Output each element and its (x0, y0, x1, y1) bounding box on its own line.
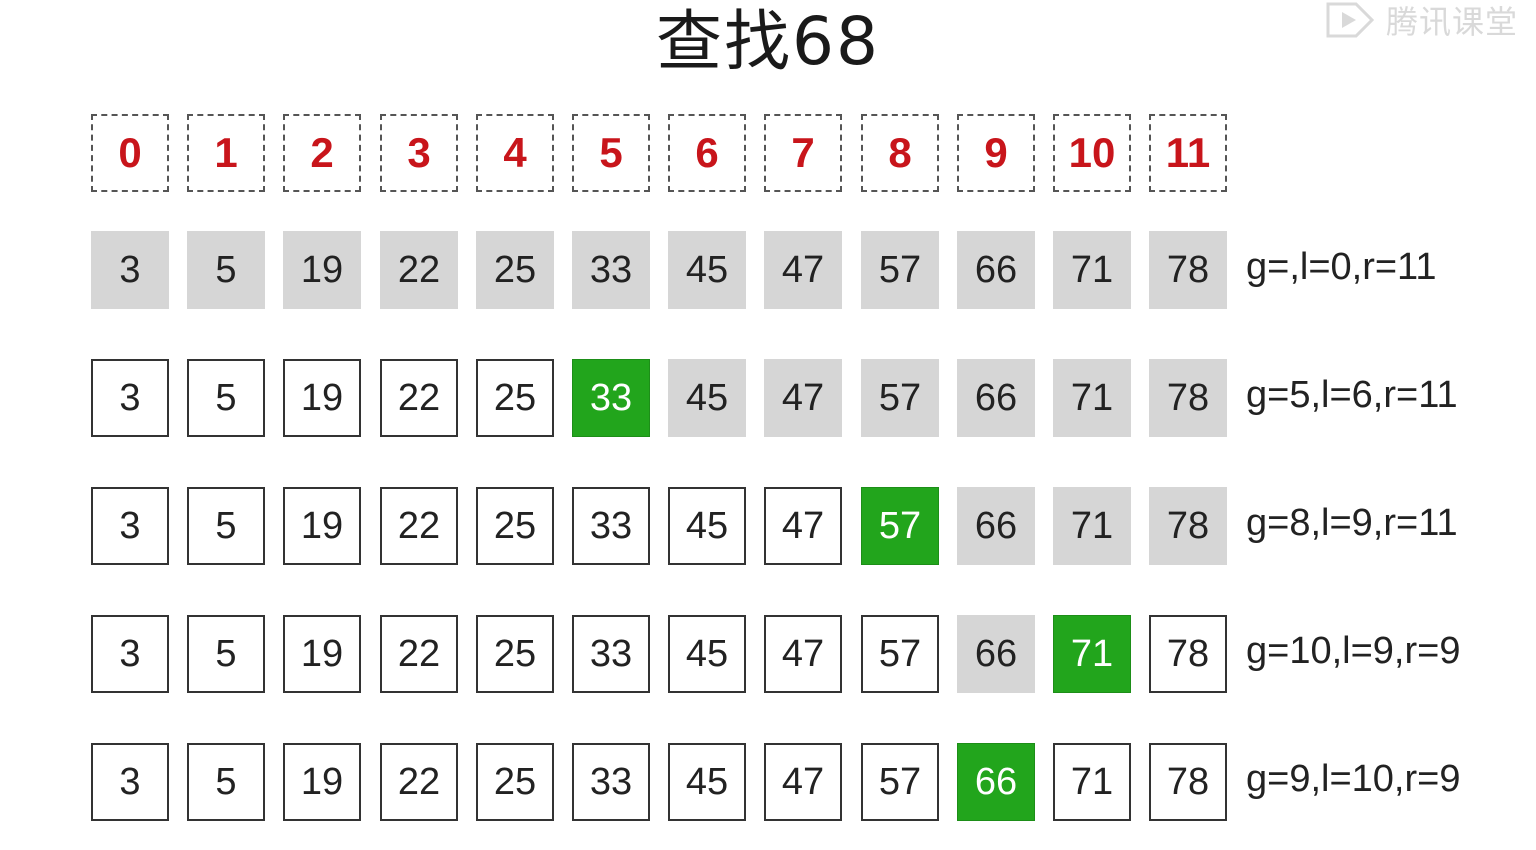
value-cell-2: 19 (283, 231, 361, 309)
index-cell-10: 10 (1053, 114, 1131, 192)
step-status-label: g=10,l=9,r=9 (1246, 629, 1461, 672)
value-cell-0: 3 (91, 359, 169, 437)
index-cell-9: 9 (957, 114, 1035, 192)
value-cell-9: 66 (957, 231, 1035, 309)
value-cell-3: 22 (380, 487, 458, 565)
value-cell-6: 45 (668, 487, 746, 565)
value-cell-7: 47 (764, 359, 842, 437)
value-cell-8: 57 (861, 359, 939, 437)
value-cell-7: 47 (764, 615, 842, 693)
value-cell-2: 19 (283, 615, 361, 693)
value-cell-5: 33 (572, 359, 650, 437)
value-cell-8: 57 (861, 615, 939, 693)
value-cell-1: 5 (187, 231, 265, 309)
value-cell-6: 45 (668, 359, 746, 437)
value-cell-9: 66 (957, 615, 1035, 693)
step-status-label: g=5,l=6,r=11 (1246, 373, 1458, 416)
value-cell-1: 5 (187, 487, 265, 565)
value-cell-1: 5 (187, 743, 265, 821)
value-cell-5: 33 (572, 615, 650, 693)
value-cell-8: 57 (861, 231, 939, 309)
value-cell-4: 25 (476, 743, 554, 821)
value-cell-7: 47 (764, 743, 842, 821)
value-cell-6: 45 (668, 231, 746, 309)
value-cell-11: 78 (1149, 231, 1227, 309)
value-cell-6: 45 (668, 743, 746, 821)
value-cell-2: 19 (283, 487, 361, 565)
value-cell-2: 19 (283, 743, 361, 821)
step-status-label: g=,l=0,r=11 (1246, 245, 1437, 288)
value-cell-11: 78 (1149, 615, 1227, 693)
value-cell-10: 71 (1053, 615, 1131, 693)
step-status-label: g=9,l=10,r=9 (1246, 757, 1461, 800)
play-icon (1320, 0, 1378, 40)
index-cell-8: 8 (861, 114, 939, 192)
value-cell-10: 71 (1053, 359, 1131, 437)
watermark-text: 腾讯课堂 (1385, 3, 1518, 41)
value-cell-4: 25 (476, 615, 554, 693)
value-cell-8: 57 (861, 487, 939, 565)
value-cell-9: 66 (957, 359, 1035, 437)
value-cell-3: 22 (380, 231, 458, 309)
value-cell-10: 71 (1053, 231, 1131, 309)
value-cell-0: 3 (91, 487, 169, 565)
value-cell-0: 3 (91, 743, 169, 821)
index-cell-11: 11 (1149, 114, 1227, 192)
index-cell-0: 0 (91, 114, 169, 192)
value-cell-3: 22 (380, 743, 458, 821)
value-cell-0: 3 (91, 231, 169, 309)
value-cell-4: 25 (476, 231, 554, 309)
value-cell-11: 78 (1149, 743, 1227, 821)
value-cell-3: 22 (380, 615, 458, 693)
step-status-label: g=8,l=9,r=11 (1246, 501, 1458, 544)
value-cell-11: 78 (1149, 359, 1227, 437)
value-cell-4: 25 (476, 487, 554, 565)
value-cell-5: 33 (572, 231, 650, 309)
value-cell-4: 25 (476, 359, 554, 437)
value-cell-3: 22 (380, 359, 458, 437)
value-cell-10: 71 (1053, 487, 1131, 565)
index-cell-7: 7 (764, 114, 842, 192)
value-cell-9: 66 (957, 743, 1035, 821)
value-cell-8: 57 (861, 743, 939, 821)
value-cell-11: 78 (1149, 487, 1227, 565)
index-cell-6: 6 (668, 114, 746, 192)
index-cell-4: 4 (476, 114, 554, 192)
value-cell-9: 66 (957, 487, 1035, 565)
value-cell-6: 45 (668, 615, 746, 693)
index-cell-2: 2 (283, 114, 361, 192)
value-cell-5: 33 (572, 487, 650, 565)
value-cell-7: 47 (764, 231, 842, 309)
value-cell-7: 47 (764, 487, 842, 565)
index-cell-1: 1 (187, 114, 265, 192)
value-cell-2: 19 (283, 359, 361, 437)
page-title: 查找68 (656, 3, 880, 80)
index-cell-5: 5 (572, 114, 650, 192)
value-cell-10: 71 (1053, 743, 1131, 821)
value-cell-1: 5 (187, 359, 265, 437)
value-cell-5: 33 (572, 743, 650, 821)
index-cell-3: 3 (380, 114, 458, 192)
watermark: 腾讯课堂 (1320, 0, 1518, 41)
value-cell-1: 5 (187, 615, 265, 693)
value-cell-0: 3 (91, 615, 169, 693)
